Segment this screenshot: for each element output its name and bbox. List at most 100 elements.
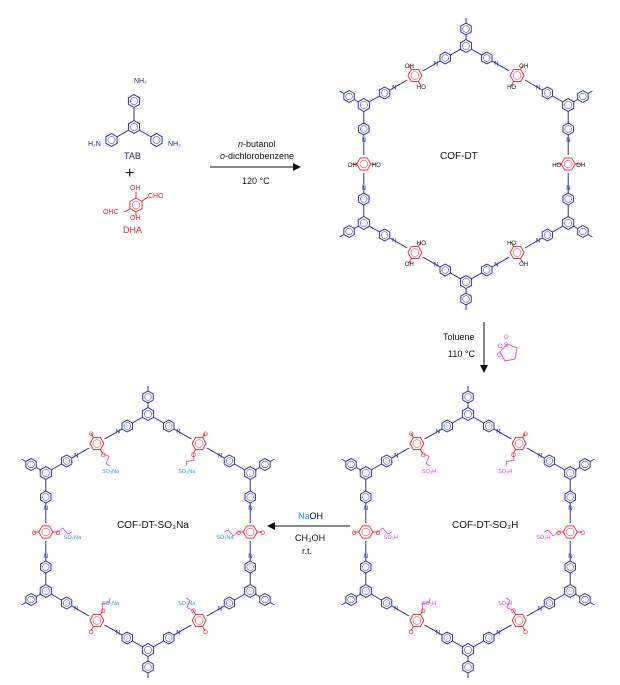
imine-bond <box>422 60 441 72</box>
aromatic-circle <box>564 195 572 203</box>
edge-bond <box>452 417 463 424</box>
edge-phenyl-ring <box>441 419 453 433</box>
edge-bond <box>132 640 143 647</box>
imine-bond <box>526 605 545 617</box>
aromatic-circle <box>63 457 71 465</box>
linker-substituent-bond <box>522 626 526 632</box>
edge-phenyl-ring <box>360 490 372 504</box>
edge-bond <box>234 463 245 470</box>
imine-n: N <box>74 607 78 613</box>
ether-o-label: O <box>421 453 426 459</box>
aromatic-circle <box>410 248 420 257</box>
aromatic-circle <box>464 410 472 418</box>
step2-temperature: 110 °C <box>448 349 475 359</box>
imine-bond <box>422 256 441 268</box>
edge-phenyl-ring <box>562 122 574 136</box>
linker-substituent-bond <box>202 432 206 438</box>
node-core-ring <box>564 583 577 599</box>
sulfonate-label: SO₃H <box>384 535 398 541</box>
linker-substituent-bond <box>512 609 516 615</box>
linker-substituent-bond <box>100 449 104 455</box>
sultone-o2: O <box>504 335 509 341</box>
dha-bond-ohc <box>123 208 131 213</box>
edge-bond <box>552 95 563 102</box>
aromatic-circle <box>345 92 353 101</box>
aromatic-circle <box>485 634 493 642</box>
imine-n: N <box>536 239 540 245</box>
imine-bond <box>206 605 225 617</box>
node-outer-ring <box>25 457 37 472</box>
imine-bond <box>524 237 543 249</box>
aromatic-circle <box>41 469 50 477</box>
aromatic-circle <box>92 616 102 625</box>
aromatic-circle <box>123 422 131 430</box>
edge-bond <box>450 272 461 279</box>
edge-phenyl-ring <box>40 560 52 574</box>
aromatic-circle <box>381 89 389 97</box>
sulfonate-label: SO₃Na <box>102 469 120 475</box>
edge-phenyl-ring <box>543 596 556 610</box>
linker-ring <box>509 68 525 83</box>
imine-n: N <box>218 607 222 613</box>
imine-n: N <box>434 62 438 68</box>
linker-substituent-bond <box>418 241 422 247</box>
dha-label: DHA <box>123 225 142 235</box>
imine-bond <box>424 624 443 636</box>
ether-o-label: O <box>203 630 208 636</box>
imine-bond <box>173 624 192 636</box>
edge-bond <box>473 417 484 424</box>
sulfonate-label: SO₃H <box>498 469 512 475</box>
edge-bond <box>371 463 382 470</box>
aromatic-circle <box>512 248 522 257</box>
node-outer-bond <box>573 99 578 103</box>
edge-phenyl-ring <box>483 631 495 645</box>
linker-substituent-bond <box>100 609 104 615</box>
aromatic-circle <box>27 595 35 604</box>
edge-phenyl-ring <box>564 490 576 504</box>
methyl-bond <box>587 234 593 238</box>
imine-bond <box>391 447 410 459</box>
hydroxyl-label: HO <box>552 163 561 169</box>
ether-o-label: O <box>556 531 561 537</box>
node-core-ring <box>359 583 372 599</box>
methyl-bond <box>339 90 345 94</box>
aromatic-circle <box>443 422 451 430</box>
node-core-ring <box>244 465 257 481</box>
aromatic-circle <box>410 71 420 80</box>
node-outer-ring <box>259 592 271 607</box>
imine-n: N <box>496 631 500 637</box>
linker-substituent-bond <box>90 432 94 438</box>
edge-bond <box>153 417 164 424</box>
linker-ring <box>407 68 423 83</box>
aromatic-circle <box>564 101 573 109</box>
plus-sign: + <box>125 165 134 182</box>
sultone-s: S <box>504 343 508 349</box>
aromatic-circle <box>225 457 233 465</box>
node-outer-bond <box>575 593 580 597</box>
dha-bond-cho <box>141 196 149 202</box>
edge-bond <box>369 226 380 233</box>
aromatic-circle <box>130 123 138 131</box>
edge-bond <box>51 594 62 601</box>
methyl-bond <box>589 458 595 462</box>
edge-phenyl-ring <box>163 631 175 645</box>
aromatic-circle <box>464 393 472 401</box>
node-core-ring <box>357 215 370 231</box>
node-core-ring <box>359 465 372 481</box>
ether-o-label: O <box>191 609 196 615</box>
linker-ring <box>356 157 372 171</box>
aromatic-circle <box>545 599 553 607</box>
aromatic-circle <box>130 97 138 105</box>
aromatic-circle <box>483 54 491 62</box>
imine-n: N <box>494 62 498 68</box>
linker-substituent-bond <box>420 609 424 615</box>
imine-n: N <box>496 430 500 436</box>
linker-substituent-bond <box>522 432 526 438</box>
node-outer-ring <box>579 592 591 607</box>
step2-solvent: Toluene <box>443 332 475 342</box>
edge-phenyl-ring <box>541 228 554 242</box>
edge-phenyl-ring <box>378 86 391 100</box>
sulfonate-chain <box>185 453 195 467</box>
